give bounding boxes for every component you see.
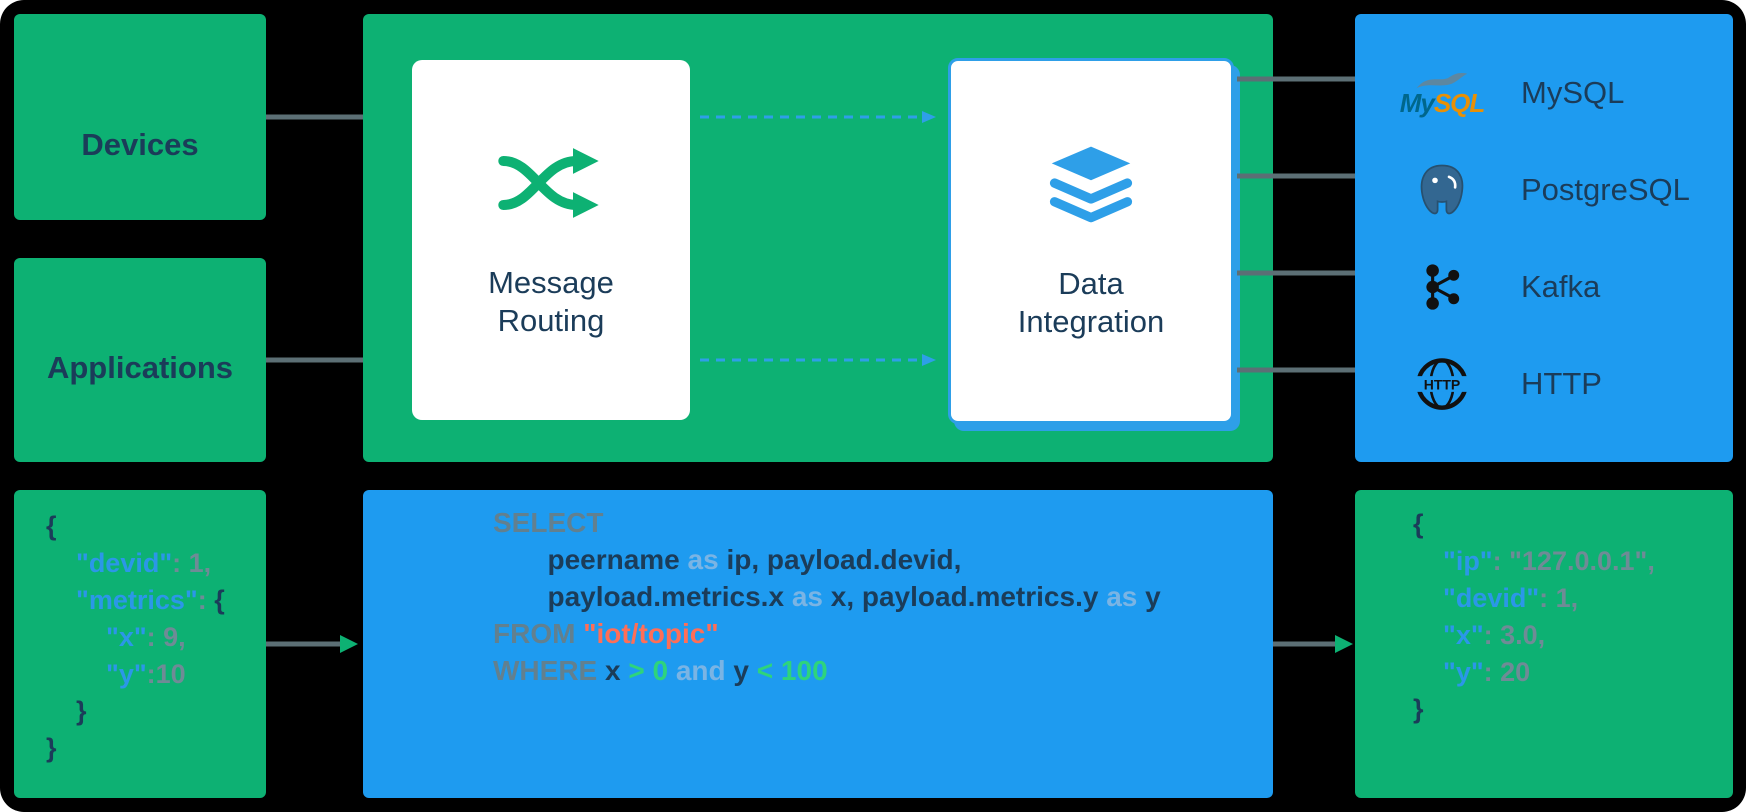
code-line: } <box>1413 694 1424 724</box>
code-line: "y":10 <box>106 659 186 689</box>
devices-box: Devices <box>14 14 266 220</box>
applications-box: Applications <box>14 258 266 462</box>
code-line: "devid": 1, <box>76 548 212 578</box>
code-line: } <box>46 733 57 763</box>
code-line: "metrics": { <box>76 585 225 615</box>
shuffle-icon <box>498 148 599 219</box>
kafka-icon <box>1397 262 1487 312</box>
code-line: } <box>76 696 87 726</box>
http-icon-text: HTTP <box>1424 376 1461 392</box>
code-line: "ip": "127.0.0.1", <box>1443 546 1655 576</box>
rule-sql-code: SELECT peername as ip, payload.devid, pa… <box>493 504 1273 689</box>
code-line: { <box>1413 509 1424 539</box>
code-line: peername as ip, payload.devid, <box>547 544 962 575</box>
sink-label-mysql: MySQL <box>1521 74 1625 110</box>
layers-icon <box>1049 146 1133 223</box>
code-line: { <box>46 511 57 541</box>
mysql-logo-my: My <box>1399 87 1435 118</box>
code-line: "y": 20 <box>1443 657 1531 687</box>
sink-row-kafka: Kafka <box>1397 238 1733 335</box>
message-routing-card: Message Routing <box>412 60 690 420</box>
input-json-box: { "devid": 1, "metrics": { "x": 9, "y":1… <box>14 490 266 798</box>
sink-row-mysql: MySQL MySQL <box>1397 44 1733 141</box>
rule-sql-box: SELECT peername as ip, payload.devid, pa… <box>363 490 1273 798</box>
code-line: "x": 9, <box>106 622 186 652</box>
http-icon: HTTP <box>1397 356 1487 412</box>
sink-row-http: HTTP HTTP <box>1397 335 1733 432</box>
code-line: SELECT <box>493 507 604 538</box>
input-json-code: { "devid": 1, "metrics": { "x": 9, "y":1… <box>46 508 266 767</box>
code-line: WHERE x > 0 and y < 100 <box>493 655 828 686</box>
mysql-logo-sql: SQL <box>1433 87 1485 118</box>
data-integration-label: Data Integration <box>1017 266 1165 339</box>
sink-label-postgresql: PostgreSQL <box>1521 171 1690 207</box>
sink-row-postgresql: PostgreSQL <box>1397 141 1733 238</box>
output-json-code: { "ip": "127.0.0.1", "devid": 1, "x": 3.… <box>1413 506 1733 728</box>
mysql-icon: MySQL <box>1397 70 1487 116</box>
sink-label-kafka: Kafka <box>1521 268 1601 304</box>
mysql-dolphin-icon <box>1416 72 1468 88</box>
data-integration-card: Data Integration <box>948 58 1234 424</box>
postgresql-icon <box>1397 162 1487 218</box>
sink-label-http: HTTP <box>1521 365 1602 401</box>
devices-label: Devices <box>81 127 199 162</box>
code-line: "x": 3.0, <box>1443 620 1546 650</box>
output-json-box: { "ip": "127.0.0.1", "devid": 1, "x": 3.… <box>1355 490 1733 798</box>
code-line: "devid": 1, <box>1443 583 1579 613</box>
message-routing-label: Message Routing <box>488 265 614 338</box>
code-line: payload.metrics.x as x, payload.metrics.… <box>547 581 1161 612</box>
applications-label: Applications <box>46 350 233 385</box>
sinks-panel: MySQL MySQL PostgreSQL <box>1355 14 1733 462</box>
code-line: FROM "iot/topic" <box>493 618 719 649</box>
